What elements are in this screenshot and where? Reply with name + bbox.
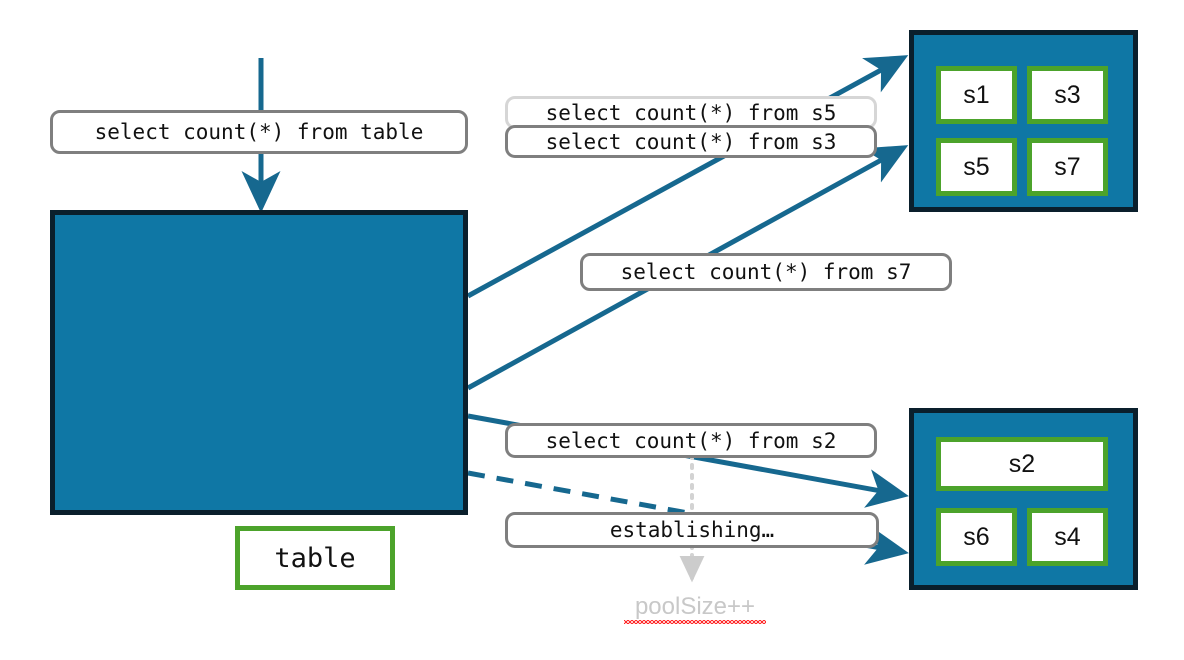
server-node-s1[interactable]: s1 bbox=[936, 66, 1017, 124]
query-label-s3[interactable]: select count(*) from s3 bbox=[505, 125, 877, 158]
server-node-s5[interactable]: s5 bbox=[936, 138, 1017, 196]
spellcheck-underline-icon bbox=[624, 620, 766, 624]
node-table[interactable]: table bbox=[235, 526, 395, 590]
server-node-s4[interactable]: s4 bbox=[1027, 508, 1108, 566]
table-container: table bbox=[50, 210, 468, 590]
server-node-s3[interactable]: s3 bbox=[1027, 66, 1108, 124]
query-label-s5[interactable]: select count(*) from s5 bbox=[505, 96, 877, 129]
server-node-s6[interactable]: s6 bbox=[936, 508, 1017, 566]
query-label-table[interactable]: select count(*) from table bbox=[50, 110, 468, 154]
query-label-s7[interactable]: select count(*) from s7 bbox=[580, 253, 952, 291]
server-node-s7[interactable]: s7 bbox=[1027, 138, 1108, 196]
query-label-s2[interactable]: select count(*) from s2 bbox=[505, 423, 877, 458]
poolsize-note-text: poolSize++ bbox=[634, 593, 756, 620]
poolsize-note: poolSize++ bbox=[600, 593, 790, 624]
server-node-s2[interactable]: s2 bbox=[936, 437, 1108, 491]
status-label-establishing[interactable]: establishing… bbox=[505, 512, 879, 548]
